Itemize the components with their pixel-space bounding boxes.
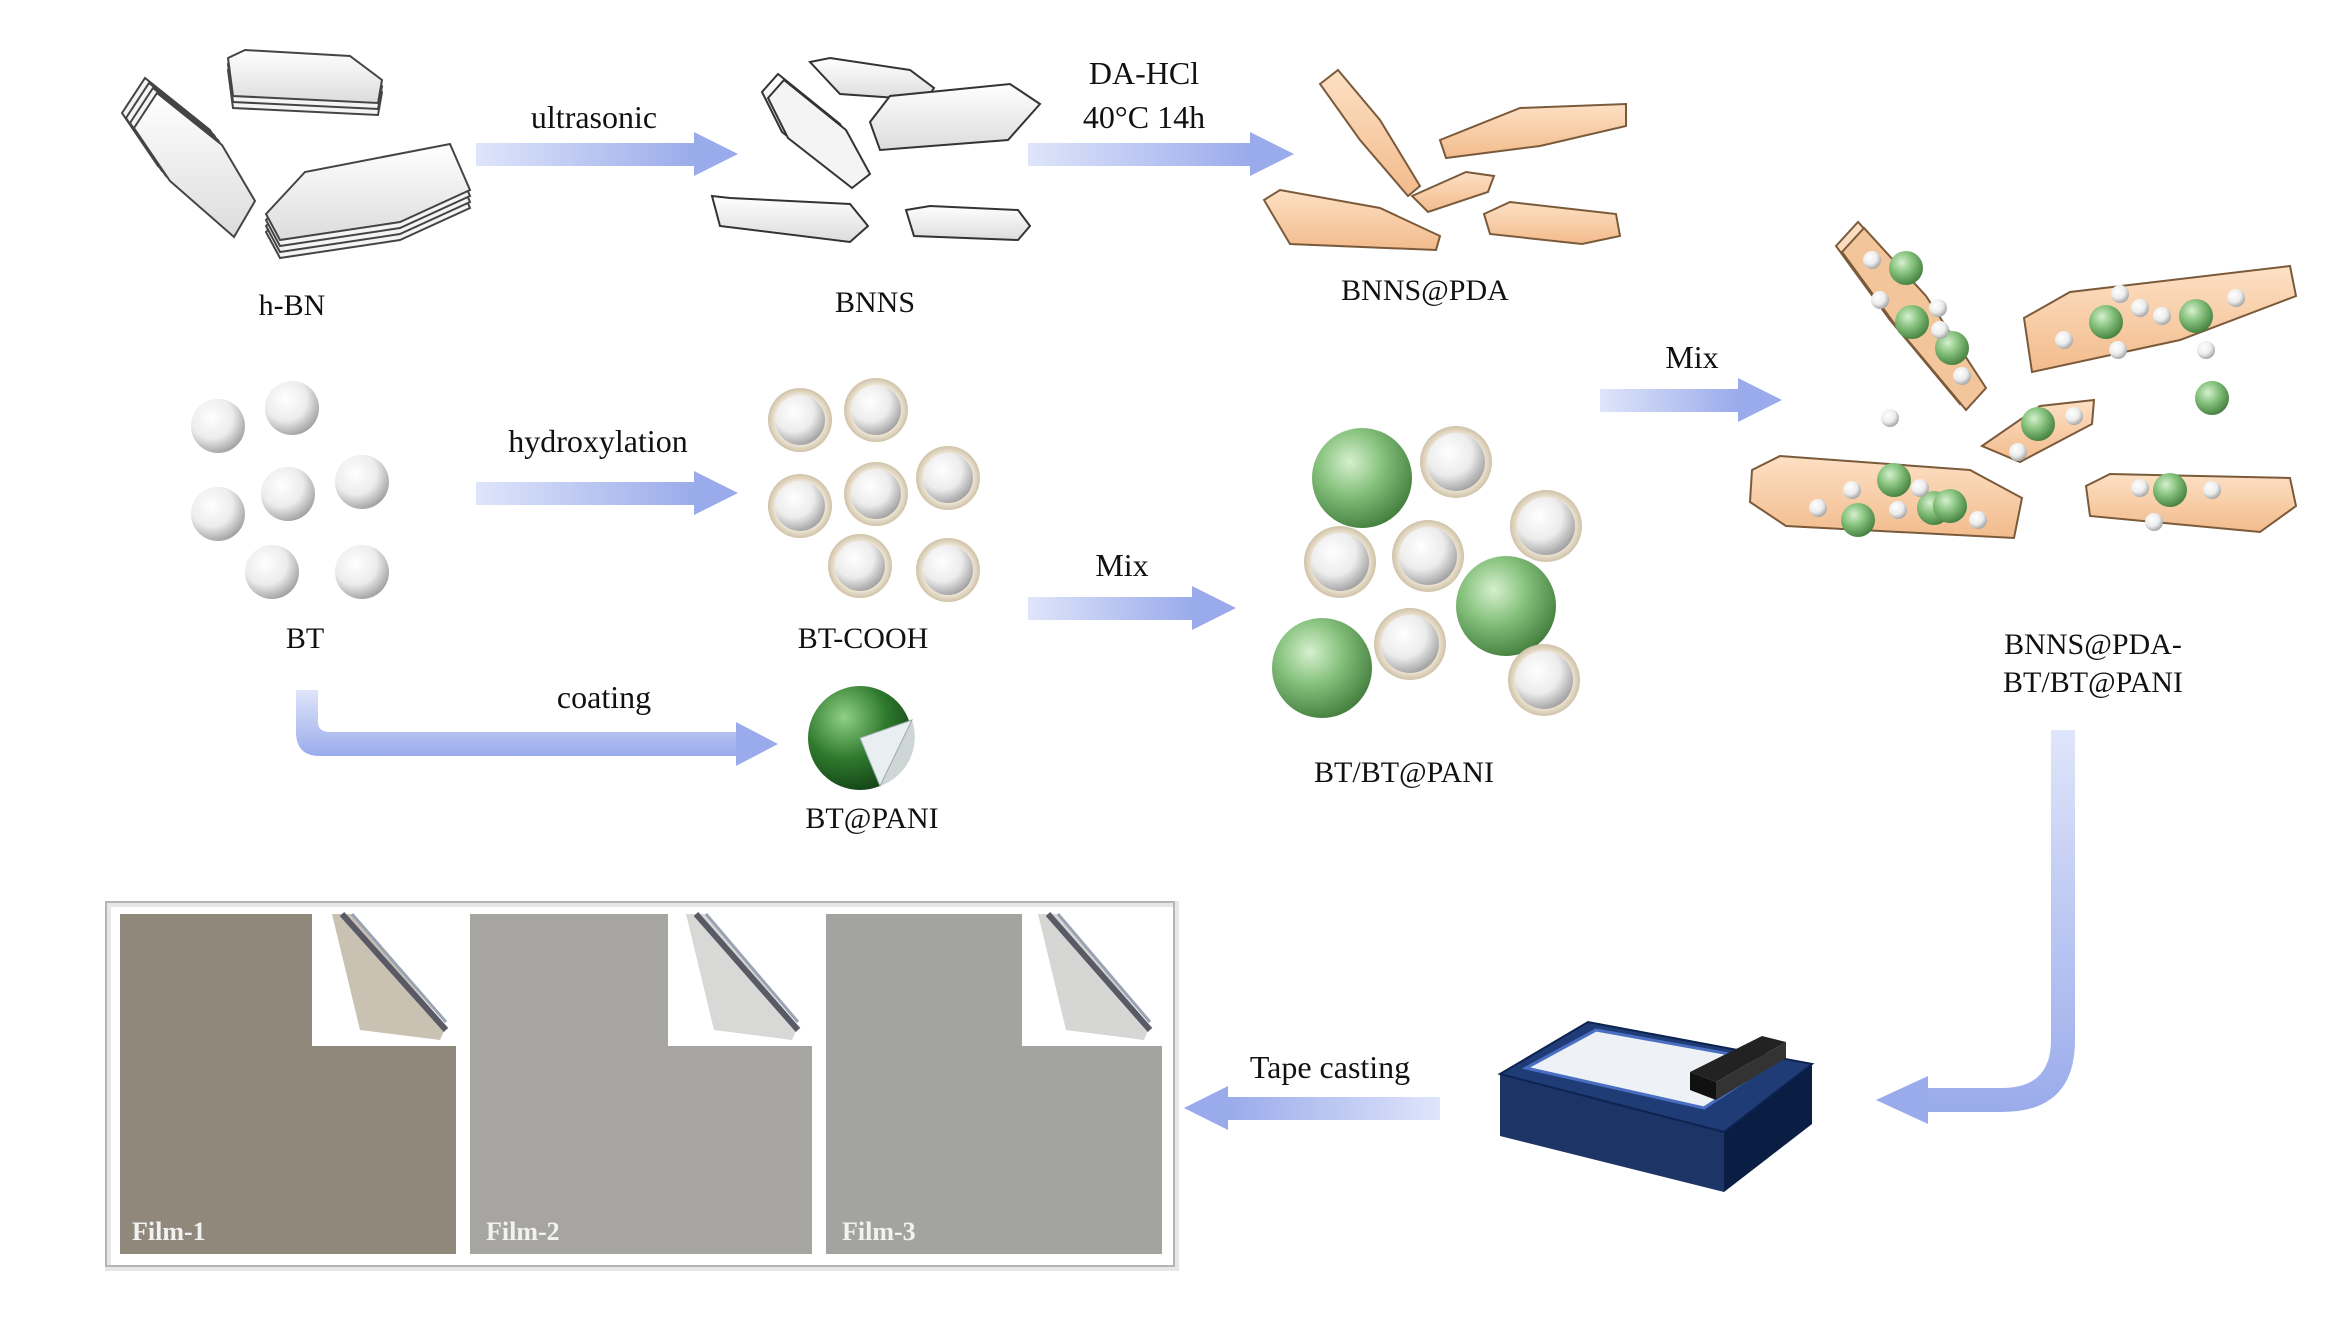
film-1-photo [120,911,456,1254]
da-hcl-label-line1: DA-HCl [1089,55,1199,91]
film-2-label: Film-2 [486,1217,560,1246]
bt-pani-particle [808,686,915,790]
tape-casting-arrow [1184,1086,1440,1130]
coating-label: coating [557,679,651,715]
bt-bt-pani-label: BT/BT@PANI [1314,756,1494,789]
hydroxylation-arrow [476,471,738,515]
mix-label-2: Mix [1665,339,1718,375]
film-2-photo [470,912,812,1254]
bnns-pda-label: BNNS@PDA [1341,274,1509,307]
bnns-pda-sheets [1262,68,1627,252]
bt-pani-label: BT@PANI [805,802,938,835]
to-caster-arrow [1876,730,2075,1124]
ultrasonic-label: ultrasonic [531,99,657,135]
bt-cooh-particles [768,378,980,602]
bt-cooh-label: BT-COOH [798,622,929,655]
hbn-sheets [120,48,472,260]
bt-bt-pani-particles [1272,426,1582,718]
tape-caster [1497,1020,1815,1192]
tape-casting-label: Tape casting [1250,1049,1410,1085]
composite-sheets [1748,220,2298,540]
da-hcl-arrow [1028,132,1294,176]
composite-label-line1: BNNS@PDA- [2004,628,2182,661]
mix-label-1: Mix [1095,547,1148,583]
bt-label: BT [286,622,324,655]
film-3-label: Film-3 [842,1217,916,1246]
bt-particles [191,381,389,599]
composite-label-line2: BT/BT@PANI [2003,666,2183,699]
film-1-label: Film-1 [132,1217,206,1246]
hbn-label: h-BN [259,289,326,322]
ultrasonic-arrow [476,132,738,176]
film-3-photo [826,912,1162,1254]
mix-arrow-2 [1600,378,1782,422]
mix-arrow-1 [1028,586,1236,630]
bnns-sheets [710,56,1042,244]
da-hcl-label-line2: 40°C 14h [1083,99,1205,135]
film-panel: Film-1 Film-2 Film-3 [105,901,1179,1271]
coating-arrow [296,690,778,766]
bnns-label: BNNS [835,286,915,319]
hydroxylation-label: hydroxylation [508,423,688,459]
